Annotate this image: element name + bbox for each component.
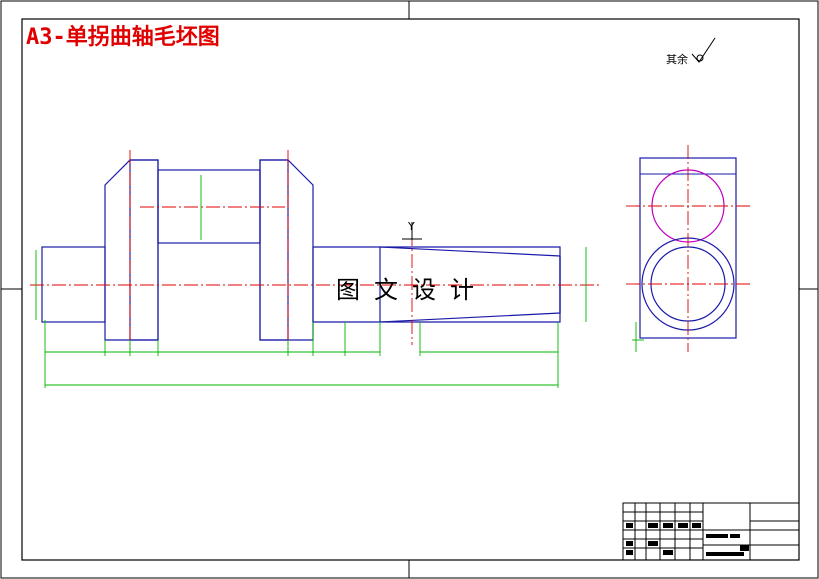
y-axis-marker: Y: [402, 220, 422, 240]
roughness-note: 其余: [666, 37, 716, 66]
right-web-inner: [259, 159, 289, 341]
right-web: [259, 159, 314, 341]
crank-pin: [157, 169, 261, 244]
title-block-fills: [626, 523, 749, 556]
crankshaft-side-view: [626, 145, 750, 352]
right-shaft-envelope: [312, 246, 561, 323]
roughness-symbol-icon: [691, 37, 716, 63]
y-axis-label: Y: [407, 220, 415, 233]
roughness-label: 其余: [666, 52, 688, 66]
watermark-text: 图文设计: [336, 276, 488, 304]
left-web-inner: [129, 159, 159, 341]
front-center-lines: [30, 150, 600, 350]
left-web: [104, 159, 159, 341]
drawing-title: A3-单拐曲轴毛坯图: [26, 24, 220, 50]
crankshaft-front-view: [41, 159, 561, 341]
front-dimensions: [35, 175, 587, 388]
left-journal: [41, 246, 106, 323]
roughness-circle-icon: [696, 54, 704, 62]
title-block: [622, 502, 800, 561]
